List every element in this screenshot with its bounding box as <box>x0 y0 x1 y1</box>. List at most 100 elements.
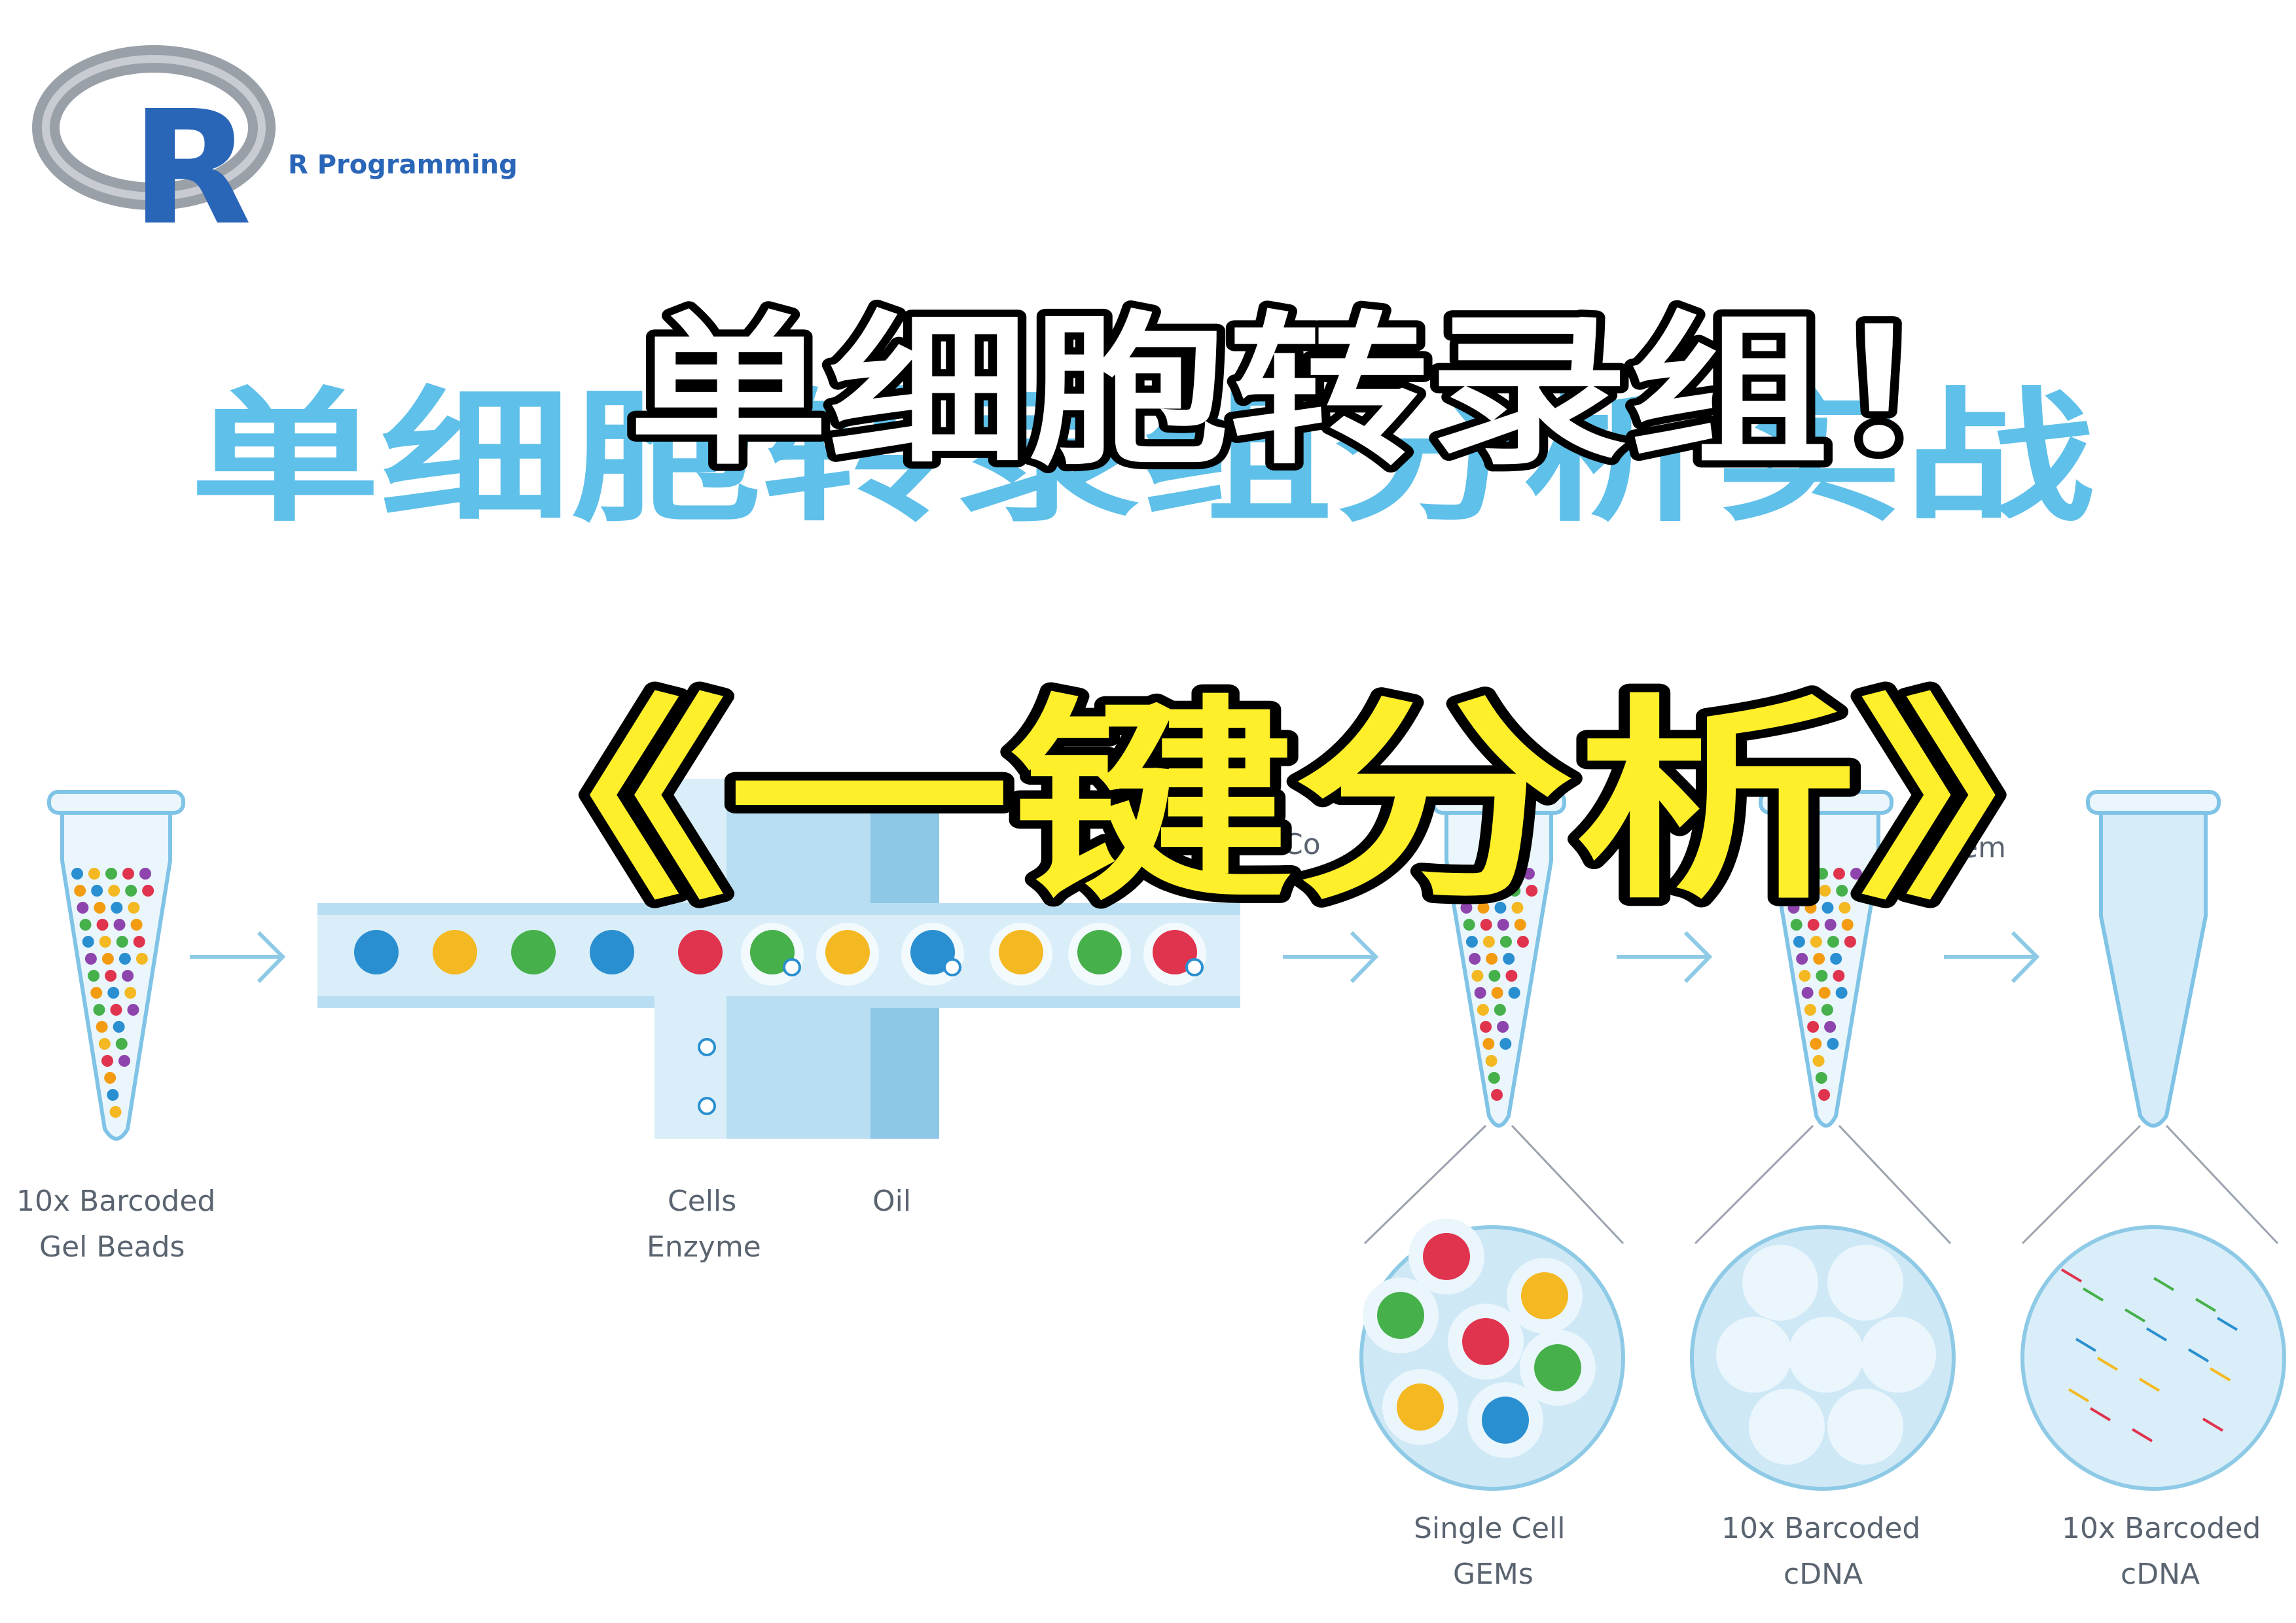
bead <box>94 902 106 914</box>
bead <box>1816 970 1828 982</box>
bead <box>1503 953 1515 965</box>
bead <box>1458 885 1470 897</box>
bead <box>82 936 94 948</box>
gems-magnified <box>1359 1219 1625 1491</box>
gems-tube <box>1431 790 1566 1128</box>
bead <box>1462 1318 1509 1365</box>
bead <box>79 919 92 931</box>
bead <box>1813 953 1825 965</box>
bead <box>101 1055 113 1067</box>
bead <box>88 970 100 982</box>
cdna-strand <box>2187 1348 2210 1363</box>
bead <box>1497 919 1509 931</box>
droplet <box>1827 1245 1903 1321</box>
cdna-strand <box>2075 1338 2097 1352</box>
bead <box>74 885 86 897</box>
bead <box>1841 919 1854 931</box>
bead <box>1485 1055 1498 1067</box>
cdna-strand <box>2216 1317 2238 1331</box>
bead <box>139 868 151 880</box>
bead <box>1499 936 1512 948</box>
bead <box>1827 936 1839 948</box>
bead <box>1489 868 1501 880</box>
bead <box>1516 936 1529 948</box>
bead <box>1821 1004 1833 1016</box>
main-title: 单细胞转录组！ <box>628 296 2029 487</box>
bead <box>122 868 134 880</box>
label-enzyme: Enzyme <box>647 1230 761 1264</box>
droplet-row <box>354 923 1206 986</box>
bead <box>1494 902 1507 914</box>
bead <box>1480 1021 1492 1033</box>
bead <box>1492 885 1504 897</box>
cdna-strand <box>2138 1378 2161 1392</box>
bead <box>125 885 137 897</box>
bead <box>1793 936 1805 948</box>
bead <box>105 970 117 982</box>
cdna-strand <box>2060 1268 2083 1283</box>
bead <box>98 1038 111 1050</box>
bead <box>1816 868 1828 880</box>
bead <box>116 936 128 948</box>
bead <box>1477 902 1490 914</box>
bead <box>127 1004 139 1016</box>
bead <box>111 902 123 914</box>
bead <box>1486 953 1498 965</box>
bead <box>433 930 477 974</box>
bead <box>1818 987 1831 999</box>
bead <box>1836 885 1848 897</box>
bead <box>84 953 97 965</box>
bead <box>1377 1292 1424 1339</box>
label-gems-1: Single Cell <box>1414 1512 1566 1545</box>
cdna-strand <box>2209 1367 2231 1382</box>
arrow-icon <box>1283 931 1379 984</box>
bead <box>1830 953 1842 965</box>
bead <box>1835 987 1848 999</box>
bead <box>1821 902 1834 914</box>
label-oil: Oil <box>872 1185 911 1218</box>
bead-cluster <box>1782 868 1865 1101</box>
bead <box>1807 919 1820 931</box>
cdna-strand <box>2202 1418 2224 1432</box>
label-gems-2: GEMs <box>1453 1558 1534 1591</box>
bead <box>910 930 955 974</box>
bead <box>590 930 634 974</box>
bead <box>71 868 83 880</box>
bead <box>1802 885 1814 897</box>
bead <box>130 919 143 931</box>
cdna-strand <box>2145 1327 2168 1342</box>
bead <box>105 868 117 880</box>
bead <box>1839 902 1851 914</box>
bead <box>124 987 137 999</box>
cdna-magnified-b <box>2020 1225 2286 1491</box>
droplet <box>1742 1245 1818 1321</box>
bead <box>88 868 100 880</box>
bead <box>1469 953 1481 965</box>
label-partial-po: Po <box>1960 785 1994 819</box>
bead <box>1488 1072 1500 1084</box>
bead <box>128 902 140 914</box>
bead <box>825 930 870 974</box>
bead <box>1423 1233 1470 1280</box>
label-gel-beads-2: Gel Beads <box>39 1230 185 1264</box>
bead <box>1818 1089 1831 1101</box>
cdna-strand <box>2089 1407 2111 1421</box>
bead <box>1505 970 1518 982</box>
bead <box>1465 936 1478 948</box>
droplet <box>1716 1317 1792 1393</box>
bead <box>1460 902 1473 914</box>
bead <box>118 1055 130 1067</box>
bead <box>104 1072 117 1084</box>
bead <box>93 1004 105 1016</box>
bead <box>1812 1055 1825 1067</box>
bead <box>1471 970 1484 982</box>
bead <box>96 1021 108 1033</box>
bead <box>1810 1038 1822 1050</box>
bead <box>1077 930 1122 974</box>
bead <box>1475 885 1487 897</box>
microfluidic-chip <box>317 779 1240 1139</box>
bead <box>122 970 134 982</box>
arrow-icon <box>1617 931 1713 984</box>
bead <box>1511 902 1524 914</box>
